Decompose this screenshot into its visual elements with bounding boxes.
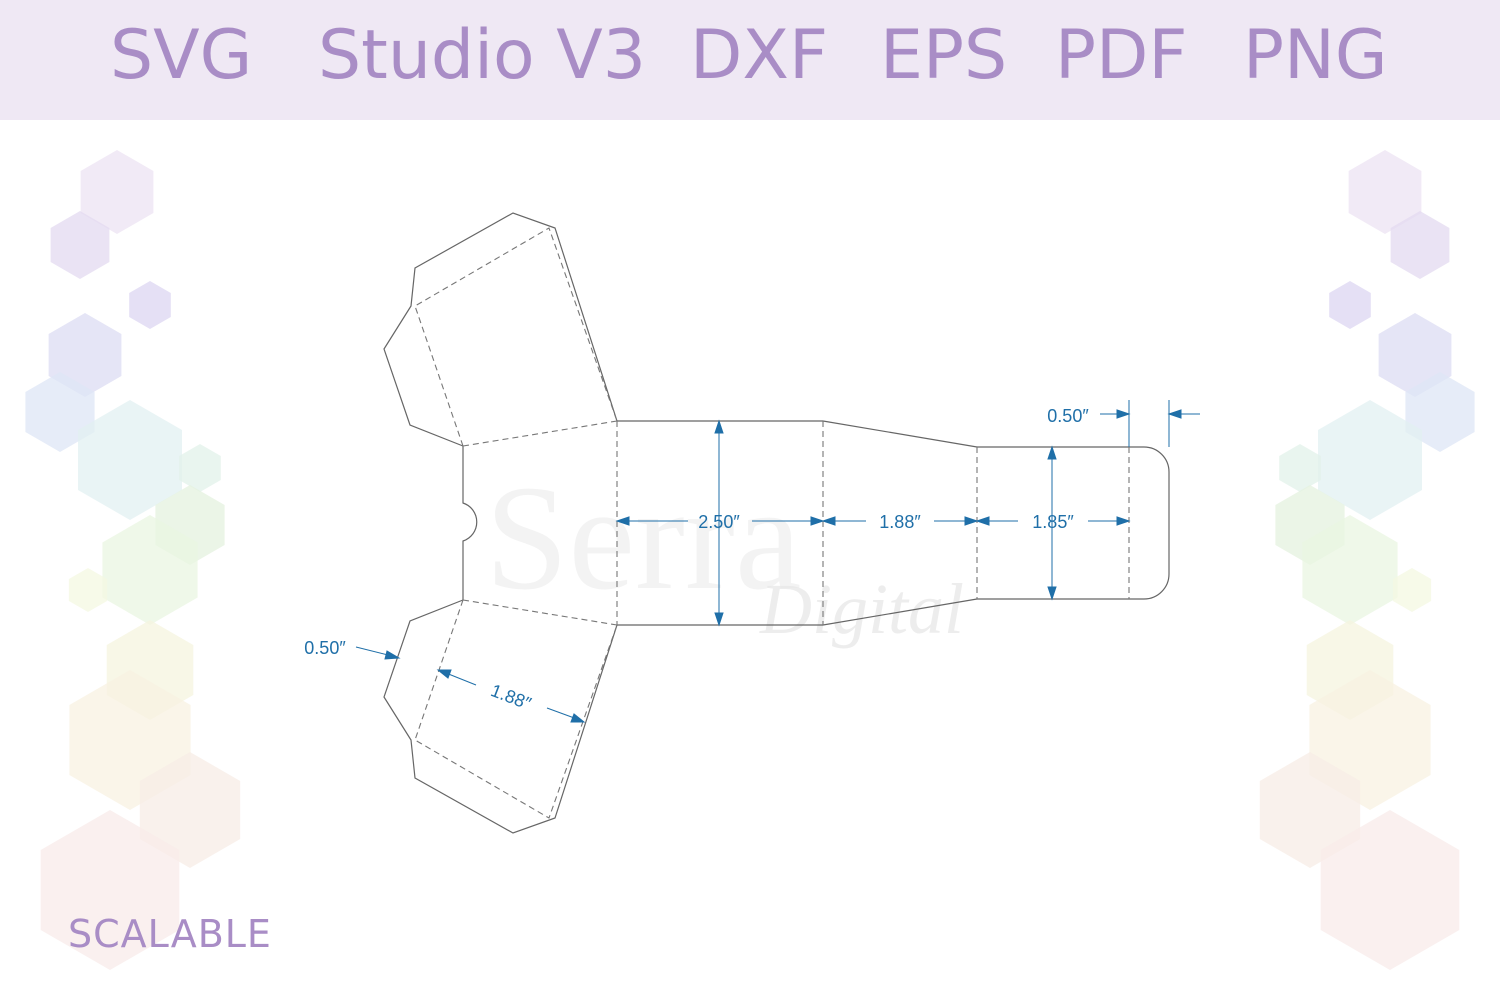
dim-label-body-height: 2.50″ [698,512,740,532]
dim-arrow [1116,409,1131,419]
format-studio-v3: Studio V3 [318,16,646,95]
dim-arrow [714,612,724,627]
dim-label-tab-width: 0.50″ [1047,406,1089,426]
hexagon-shape [50,211,110,279]
dim-arrow [810,516,825,526]
notch-edge [462,446,478,600]
dim-arrow [1116,516,1131,526]
dim-line [546,707,578,720]
hexagon-shape [139,752,241,868]
dim-arrow [1167,409,1182,419]
hexagon-shape [1259,752,1361,868]
hexagon-shape [1302,515,1398,625]
dim-label-flap-width: 1.88″ [488,680,534,714]
hexagon-shape [80,150,154,234]
hexagon-shape [68,568,108,612]
hexagon-shape [102,515,198,625]
handle-outline [977,446,1170,600]
cut-lines [383,212,1170,834]
hexagon-shape [129,281,171,329]
dimension-lines [355,400,1200,723]
taper-top-edge [822,420,978,448]
hexagon-shape [25,372,95,452]
format-svg: SVG [110,16,253,95]
dim-label-flap-tab: 0.50″ [304,638,346,658]
dim-line [445,672,477,686]
fold-lines [414,227,1130,819]
hexagon-shape [1390,211,1450,279]
dim-arrow [975,516,990,526]
dim-arrow [714,419,724,434]
hexagon-shape [1392,568,1432,612]
dim-arrow [570,713,586,723]
fold-line [462,420,618,447]
hexagon-shape [1279,444,1321,492]
scalable-badge: SCALABLE [68,912,272,956]
top-flap-outline [383,212,618,447]
watermark-main: Serra [485,455,802,621]
dim-label-handle-height: 1.85″ [1032,512,1074,532]
hexagon-decoration [25,150,1475,970]
hexagon-shape [1320,810,1460,970]
dim-arrow [436,669,452,679]
format-banner: SVG Studio V3 DXF EPS PDF PNG [0,0,1500,120]
hexagon-shape [40,810,180,970]
dimension-labels: 2.50″ 1.88″ 1.85″ 0.50″ 0.50″ 1.88″ [304,406,1089,714]
format-png: PNG [1243,16,1388,95]
hexagon-shape [1318,400,1422,520]
dim-arrow [1047,445,1057,460]
format-dxf: DXF [690,16,829,95]
taper-bottom-edge [822,598,978,626]
format-pdf: PDF [1055,16,1188,95]
dim-arrow [615,516,630,526]
hexagon-shape [78,400,182,520]
fold-line [462,599,618,626]
hexagon-shape [179,444,221,492]
hexagon-shape [1405,372,1475,452]
dim-arrow [1047,586,1057,601]
watermark-sub: Digital [760,569,965,649]
dim-arrow [964,516,979,526]
hexagon-shape [1329,281,1371,329]
format-eps: EPS [880,16,1008,95]
hexagon-shape [1348,150,1422,234]
fold-line [414,227,618,447]
dim-arrow [384,650,401,660]
dim-arrow [821,516,836,526]
dim-label-roof-width: 1.88″ [879,512,921,532]
bottom-flap-outline [383,599,618,834]
